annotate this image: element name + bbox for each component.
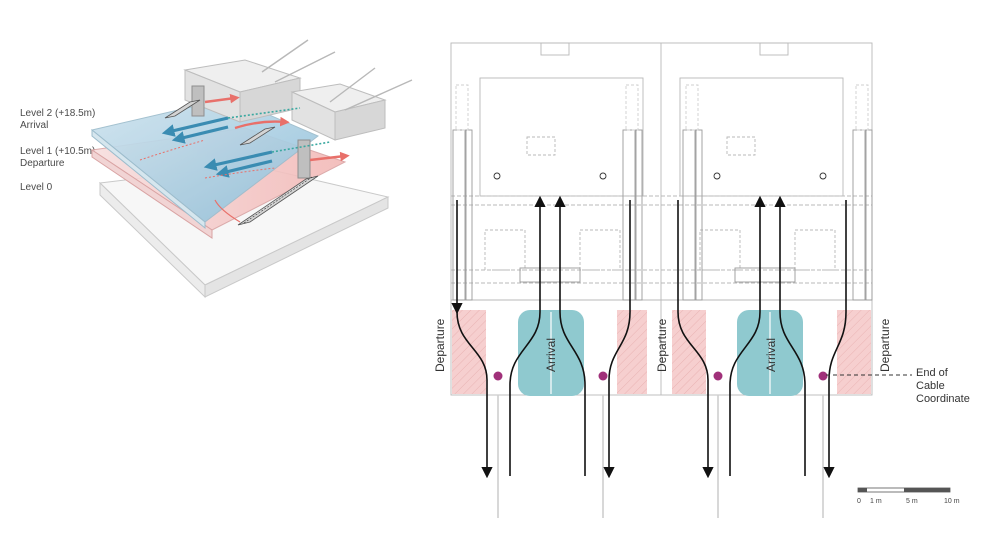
cable-3 <box>329 67 376 103</box>
departure-zones <box>452 310 871 394</box>
symbol-4 <box>819 172 827 180</box>
departure-label-3: Departure <box>878 318 892 372</box>
departure-path-2 <box>204 167 276 179</box>
departure-path-1 <box>139 139 206 161</box>
flow-departure-4 <box>823 311 847 479</box>
cable-point-3 <box>713 371 723 381</box>
room-1 <box>484 229 526 271</box>
departure-label-1: Departure <box>433 318 447 372</box>
arrival-label-2: Arrival <box>764 338 778 372</box>
annotation-line-1: End of <box>916 367 948 379</box>
scale-bar: 0 1 m 5 m 10 m <box>857 487 960 505</box>
top-notch-1 <box>540 42 570 56</box>
room-2 <box>579 229 621 271</box>
scale-tick-1: 1 m <box>870 498 882 505</box>
cable-point-1 <box>493 371 503 381</box>
right-box-dashed <box>726 136 756 156</box>
arrival-path-2 <box>271 141 331 153</box>
level2-label: Level 2 (+18.5m) Arrival <box>20 108 95 132</box>
departure-arrow-3 <box>309 151 350 162</box>
arrival-path-1 <box>227 107 301 119</box>
flow-departure-2 <box>603 311 631 479</box>
level0-name: Level 0 <box>20 182 53 193</box>
level2-name: Level 2 (+18.5m) <box>20 108 96 119</box>
level0-label: Level 0 <box>20 182 52 194</box>
symbol-1 <box>493 172 501 180</box>
arrival-arrow-3 <box>203 150 273 171</box>
guide-tracks <box>497 395 824 518</box>
departure-arrow-1 <box>204 93 240 104</box>
scale-tick-5: 5 m <box>906 498 918 505</box>
flow-departure-1 <box>456 311 493 479</box>
escalator-upper-2 <box>239 126 276 146</box>
scale-tick-10: 10 m <box>944 498 960 505</box>
arrival-label-1: Arrival <box>544 338 558 372</box>
top-notch-2 <box>759 42 789 56</box>
stairs <box>452 129 873 301</box>
cable-4 <box>344 79 413 111</box>
plan-view <box>450 42 873 518</box>
level2-use: Arrival <box>20 120 49 131</box>
level1-use: Departure <box>20 158 65 169</box>
arrival-arrow-2 <box>171 125 229 144</box>
flow-departure-3 <box>677 311 714 479</box>
symbol-2 <box>599 172 607 180</box>
cable-2 <box>274 51 336 83</box>
level1-name: Level 1 (+10.5m) <box>20 146 96 157</box>
axonometric-view <box>90 39 413 299</box>
left-box-dashed <box>526 136 556 156</box>
cable-point-4 <box>818 371 828 381</box>
upper-dashed-stairs <box>455 84 869 131</box>
cable-annotation: End of Cable Coordinate <box>916 367 970 406</box>
flow-arrival-2 <box>554 195 586 476</box>
flow-arrival-1 <box>509 195 546 476</box>
level2-slab-edge <box>91 128 206 230</box>
level1-label: Level 1 (+10.5m) Departure <box>20 146 95 170</box>
arrival-arrow-1 <box>161 116 229 137</box>
block-2-side <box>334 99 386 141</box>
flow-arrival-3 <box>729 195 766 476</box>
room-4 <box>794 229 836 271</box>
escalator-lower <box>237 175 319 226</box>
cable-point-2 <box>598 371 608 381</box>
escalator-upper-1 <box>164 99 201 119</box>
symbol-3 <box>713 172 721 180</box>
arrival-zones <box>518 310 803 396</box>
annotation-line-3: Coordinate <box>916 393 970 405</box>
level1-slab-edge <box>91 149 213 239</box>
annotation-line-2: Cable <box>916 380 945 392</box>
arrival-arrow-4 <box>215 159 273 178</box>
cable-points <box>493 371 828 381</box>
left-inner-frame <box>479 77 644 197</box>
level0-slab-side <box>204 196 389 298</box>
gate-1 <box>519 267 581 283</box>
cable-1 <box>261 39 309 73</box>
flow-arrival-4 <box>774 195 806 476</box>
zone-labels: Departure Arrival Departure Arrival Depa… <box>433 318 892 372</box>
departure-path-3 <box>214 199 241 223</box>
scale-tick-0: 0 <box>857 498 861 505</box>
right-inner-frame <box>679 77 844 197</box>
departure-label-2: Departure <box>655 318 669 372</box>
room-3 <box>699 229 741 271</box>
departure-arrow-2 <box>234 116 290 130</box>
flow-lines <box>451 195 847 479</box>
gate-2 <box>734 267 796 283</box>
